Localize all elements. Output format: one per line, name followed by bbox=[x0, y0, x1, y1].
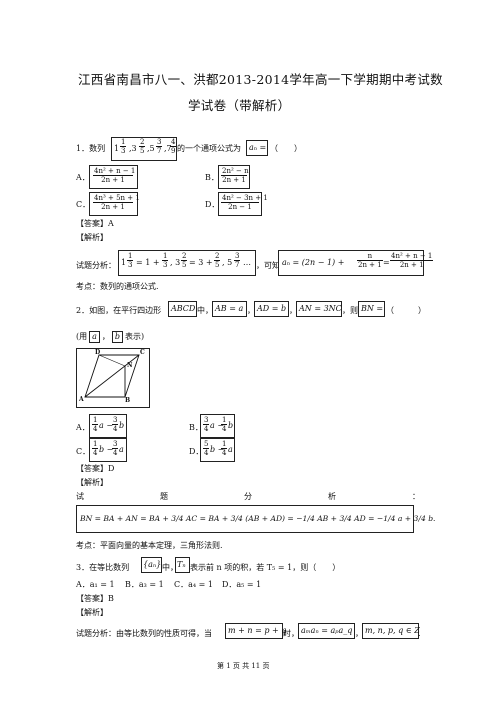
q1-analysis-label: 【解析】 bbox=[76, 233, 108, 242]
q3-comma: ， bbox=[355, 629, 363, 638]
q3-set-box: m, n, p, q ∈ Z bbox=[362, 623, 420, 639]
page-footer: 第 1 页 共 11 页 bbox=[217, 662, 270, 670]
q1-analysis-mid: ，可知 bbox=[256, 261, 280, 270]
q2-stem-then: ，则 bbox=[342, 306, 358, 315]
q2-paren: （ ） bbox=[386, 306, 426, 315]
parallelogram-figure bbox=[84, 354, 140, 398]
page-title: 江西省南昌市八一、洪都2013-2014学年高一下学期期中考试数 bbox=[78, 72, 443, 87]
q1-option-c-label: C． bbox=[76, 200, 91, 209]
q2-option-a-label: A． bbox=[76, 423, 90, 432]
fig-label-a: A bbox=[79, 396, 84, 403]
q2-shape-box: ABCD bbox=[168, 301, 197, 317]
q3-analysis-mid: 时， bbox=[283, 629, 299, 638]
q1-analysis-pre: 试题分析： bbox=[76, 261, 116, 270]
q2-figure: D C N A B bbox=[76, 348, 150, 408]
q3-option-a: A．a₁ = 1 bbox=[76, 580, 115, 589]
q1-formula-box: aₙ = bbox=[246, 140, 268, 156]
q2-vec-ad: AD = b bbox=[254, 301, 289, 317]
q2-analysis-eq-box: BN = BA + AN = BA + 3/4 AC = BA + 3/4 (A… bbox=[76, 505, 435, 533]
q2-analysis-spread-4: 析 bbox=[328, 492, 336, 501]
q3-stem-pre: 3．在等比数列 bbox=[76, 563, 130, 572]
q2-vec-bn: BN = bbox=[358, 301, 385, 317]
q3-option-d: D．a₅ = 1 bbox=[222, 580, 262, 589]
q2-analysis-spread-1: 试 bbox=[76, 492, 84, 501]
q3-stem-mid: 中， bbox=[162, 563, 178, 572]
fig-label-b: B bbox=[125, 397, 131, 404]
q1-option-d-label: D． bbox=[205, 200, 220, 209]
q2-option-c-label: C． bbox=[76, 447, 91, 456]
q3-cond-box: m + n = p + q bbox=[225, 623, 286, 639]
q2-option-b-label: B． bbox=[189, 423, 203, 432]
q3-seq-box: {aₙ} bbox=[141, 557, 162, 573]
q2-option-d-label: D． bbox=[189, 447, 204, 456]
fig-label-c: C bbox=[140, 349, 145, 356]
q3-eq-box: aₘaₙ = aₚa_q bbox=[298, 623, 355, 639]
fig-label-d: D bbox=[95, 349, 101, 356]
q2-comma2: ， bbox=[289, 306, 297, 315]
q2-analysis-label: 【解析】 bbox=[76, 478, 108, 487]
q2-answer: 【答案】D bbox=[76, 464, 115, 473]
q2-analysis-spread-2: 题 bbox=[160, 492, 168, 501]
q3-tn-box: Tₙ bbox=[175, 557, 190, 573]
q2-comma1: ， bbox=[247, 306, 255, 315]
q2-analysis-spread-3: 分 bbox=[244, 492, 252, 501]
q3-analysis-pre: 试题分析：由等比数列的性质可得，当 bbox=[76, 629, 212, 638]
q2-stem-pre: 2．如图，在平行四边形 bbox=[76, 306, 162, 315]
q3-analysis-label: 【解析】 bbox=[76, 608, 108, 617]
q1-stem-post: 的一个通项公式为 bbox=[177, 144, 241, 153]
q2-stem-mid: 中， bbox=[197, 306, 213, 315]
q1-stem-pre: 1．数列 bbox=[76, 144, 106, 153]
q1-answer: 【答案】A bbox=[76, 219, 114, 228]
q1-option-b-label: B． bbox=[205, 173, 219, 182]
q3-option-c: C．a₄ = 1 bbox=[174, 580, 213, 589]
q2-vec-an: AN = 3NC bbox=[296, 301, 342, 317]
fig-label-n: N bbox=[127, 362, 133, 369]
q3-answer: 【答案】B bbox=[76, 594, 114, 603]
page-title-line2: 学试卷（带解析） bbox=[188, 98, 291, 113]
q3-stem-post: 表示前 n 项的积，若 T₅ = 1，则（ ） bbox=[190, 563, 341, 572]
q2-analysis-spread-5: ： bbox=[412, 492, 420, 501]
q2-analysis-point: 考点：平面向量的基本定理，三角形法则. bbox=[76, 541, 223, 550]
q1-seq-term: 1 bbox=[114, 144, 120, 153]
q3-option-b: B．a₃ = 1 bbox=[125, 580, 164, 589]
q1-paren: （ ） bbox=[270, 144, 302, 153]
q2-vec-ab: AB = a bbox=[212, 301, 247, 317]
q3-period: . bbox=[418, 629, 421, 638]
q1-option-a-label: A． bbox=[76, 173, 90, 182]
q1-analysis-point: 考点：数列的通项公式. bbox=[76, 282, 159, 291]
